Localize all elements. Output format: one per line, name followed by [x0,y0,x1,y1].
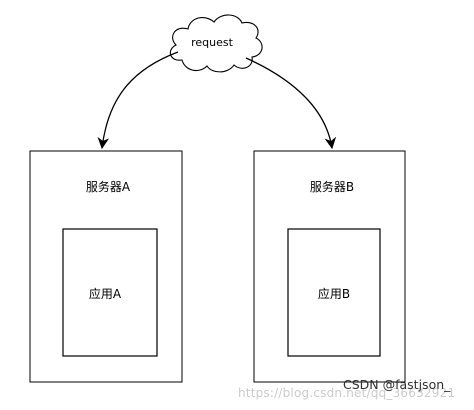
app-a-box [62,228,158,357]
app-b-box [287,228,381,357]
request-cloud: request [169,14,263,73]
app-a-label: 应用A [89,286,122,301]
server-b-label: 服务器B [310,179,354,194]
server-a-label: 服务器A [86,179,131,194]
cloud-shape [169,14,263,73]
server-b: 服务器B 应用B [253,150,406,383]
server-a: 服务器A 应用A [29,150,183,383]
arrow-to-server-b [245,57,337,150]
arrow-to-server-a [97,51,179,150]
app-b-label: 应用B [318,286,350,301]
watermark-url: https://blog.csdn.net/qq_36632921 [238,386,456,400]
csdn-credit: CSDN @fastjson_ [343,377,451,392]
cloud-label: request [191,36,234,49]
